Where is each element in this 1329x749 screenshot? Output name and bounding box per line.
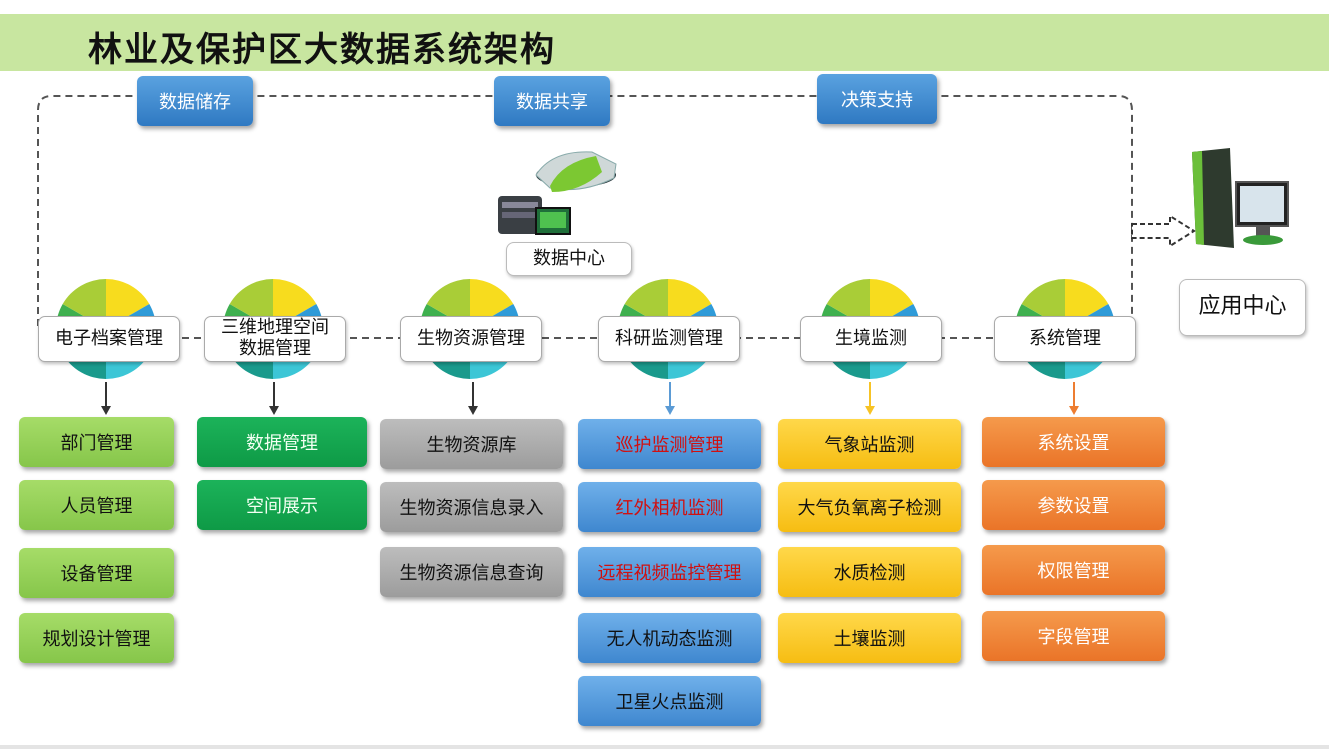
drop-arrow-head <box>665 406 675 415</box>
app-center-label[interactable]: 应用中心 <box>1179 279 1306 336</box>
module-drop-arrows <box>101 382 1079 415</box>
infrared-camera-button[interactable]: 红外相机监测 <box>578 482 761 532</box>
data-sharing-node[interactable]: 数据共享 <box>494 76 610 126</box>
decision-support-node[interactable]: 决策支持 <box>817 74 937 124</box>
staff-management-button[interactable]: 人员管理 <box>19 480 174 530</box>
permission-management-button[interactable]: 权限管理 <box>982 545 1165 595</box>
drop-arrow-head <box>101 406 111 415</box>
remote-video-button[interactable]: 远程视频监控管理 <box>578 547 761 597</box>
module-3d-geo-data[interactable]: 三维地理空间 数据管理 <box>204 316 346 362</box>
parameter-settings-button[interactable]: 参数设置 <box>982 480 1165 530</box>
system-settings-button[interactable]: 系统设置 <box>982 417 1165 467</box>
data-management-button[interactable]: 数据管理 <box>197 417 367 467</box>
title-banner <box>0 14 1329 71</box>
drop-arrow-head <box>865 406 875 415</box>
spatial-display-button[interactable]: 空间展示 <box>197 480 367 530</box>
dept-management-button[interactable]: 部门管理 <box>19 417 174 467</box>
page-title: 林业及保护区大数据系统架构 <box>88 30 556 70</box>
satellite-fire-button[interactable]: 卫星火点监测 <box>578 676 761 726</box>
server-database-icon <box>498 151 617 235</box>
water-quality-button[interactable]: 水质检测 <box>778 547 961 597</box>
bio-resource-query-button[interactable]: 生物资源信息查询 <box>380 547 563 597</box>
bottom-divider <box>0 745 1329 749</box>
data-storage-node[interactable]: 数据储存 <box>137 76 253 126</box>
desktop-computer-icon <box>1192 148 1289 248</box>
weather-station-button[interactable]: 气象站监测 <box>778 419 961 469</box>
patrol-monitoring-button[interactable]: 巡护监测管理 <box>578 419 761 469</box>
soil-monitoring-button[interactable]: 土壤监测 <box>778 613 961 663</box>
bio-resource-library-button[interactable]: 生物资源库 <box>380 419 563 469</box>
drop-arrow-head <box>269 406 279 415</box>
data-center-label[interactable]: 数据中心 <box>506 242 632 276</box>
module-bio-resource[interactable]: 生物资源管理 <box>400 316 542 362</box>
negative-ion-button[interactable]: 大气负氧离子检测 <box>778 482 961 532</box>
arrow-to-app-center-icon <box>1131 214 1196 248</box>
module-habitat-monitoring[interactable]: 生境监测 <box>800 316 942 362</box>
equipment-management-button[interactable]: 设备管理 <box>19 548 174 598</box>
module-research-monitoring[interactable]: 科研监测管理 <box>598 316 740 362</box>
drop-arrow-head <box>1069 406 1079 415</box>
drone-monitoring-button[interactable]: 无人机动态监测 <box>578 613 761 663</box>
field-management-button[interactable]: 字段管理 <box>982 611 1165 661</box>
module-e-archive[interactable]: 电子档案管理 <box>38 316 180 362</box>
planning-design-button[interactable]: 规划设计管理 <box>19 613 174 663</box>
drop-arrow-head <box>468 406 478 415</box>
bio-resource-entry-button[interactable]: 生物资源信息录入 <box>380 482 563 532</box>
module-system-admin[interactable]: 系统管理 <box>994 316 1136 362</box>
